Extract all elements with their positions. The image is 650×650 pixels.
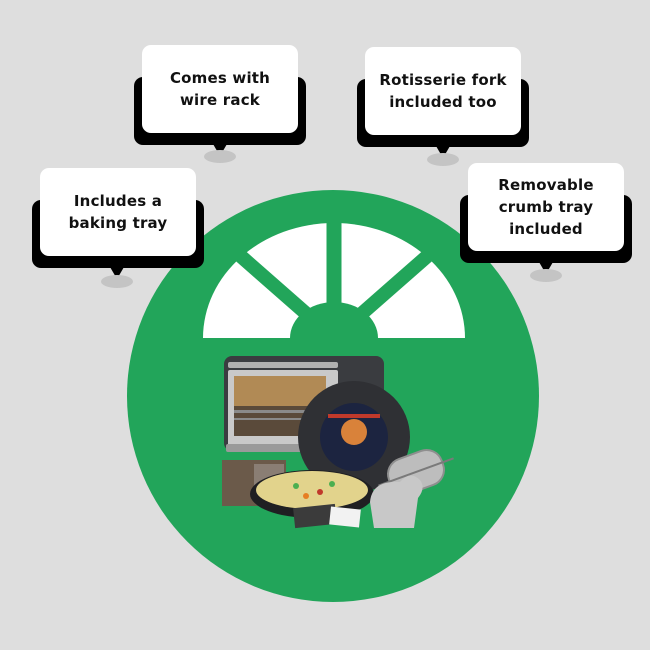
oven-mitt	[370, 475, 423, 528]
callout-box: Includes a baking tray	[40, 168, 196, 256]
callout-text-line: crumb tray	[498, 198, 594, 216]
callout-box: Removable crumb tray included	[468, 163, 624, 251]
callout-box: Rotisserie fork included too	[365, 47, 521, 135]
callout-pointer-shadow	[101, 275, 133, 288]
toaster-oven-product-image	[222, 356, 454, 529]
callout-text-line: Rotisserie fork	[379, 71, 507, 89]
callout-text-line: wire rack	[180, 91, 260, 109]
callout-text-line: baking tray	[68, 214, 168, 232]
callout-text-line: Comes with	[169, 69, 271, 87]
callout-text-line: included	[509, 220, 583, 238]
callout-text-line: Includes a	[73, 192, 163, 210]
callout-text-line: Removable	[498, 176, 594, 194]
callout-box: Comes with wire rack	[142, 45, 298, 133]
callout-pointer-shadow	[530, 269, 562, 282]
callout-pointer-shadow	[204, 150, 236, 163]
callout-pointer-shadow	[427, 153, 459, 166]
callout-text-line: included too	[389, 93, 497, 111]
